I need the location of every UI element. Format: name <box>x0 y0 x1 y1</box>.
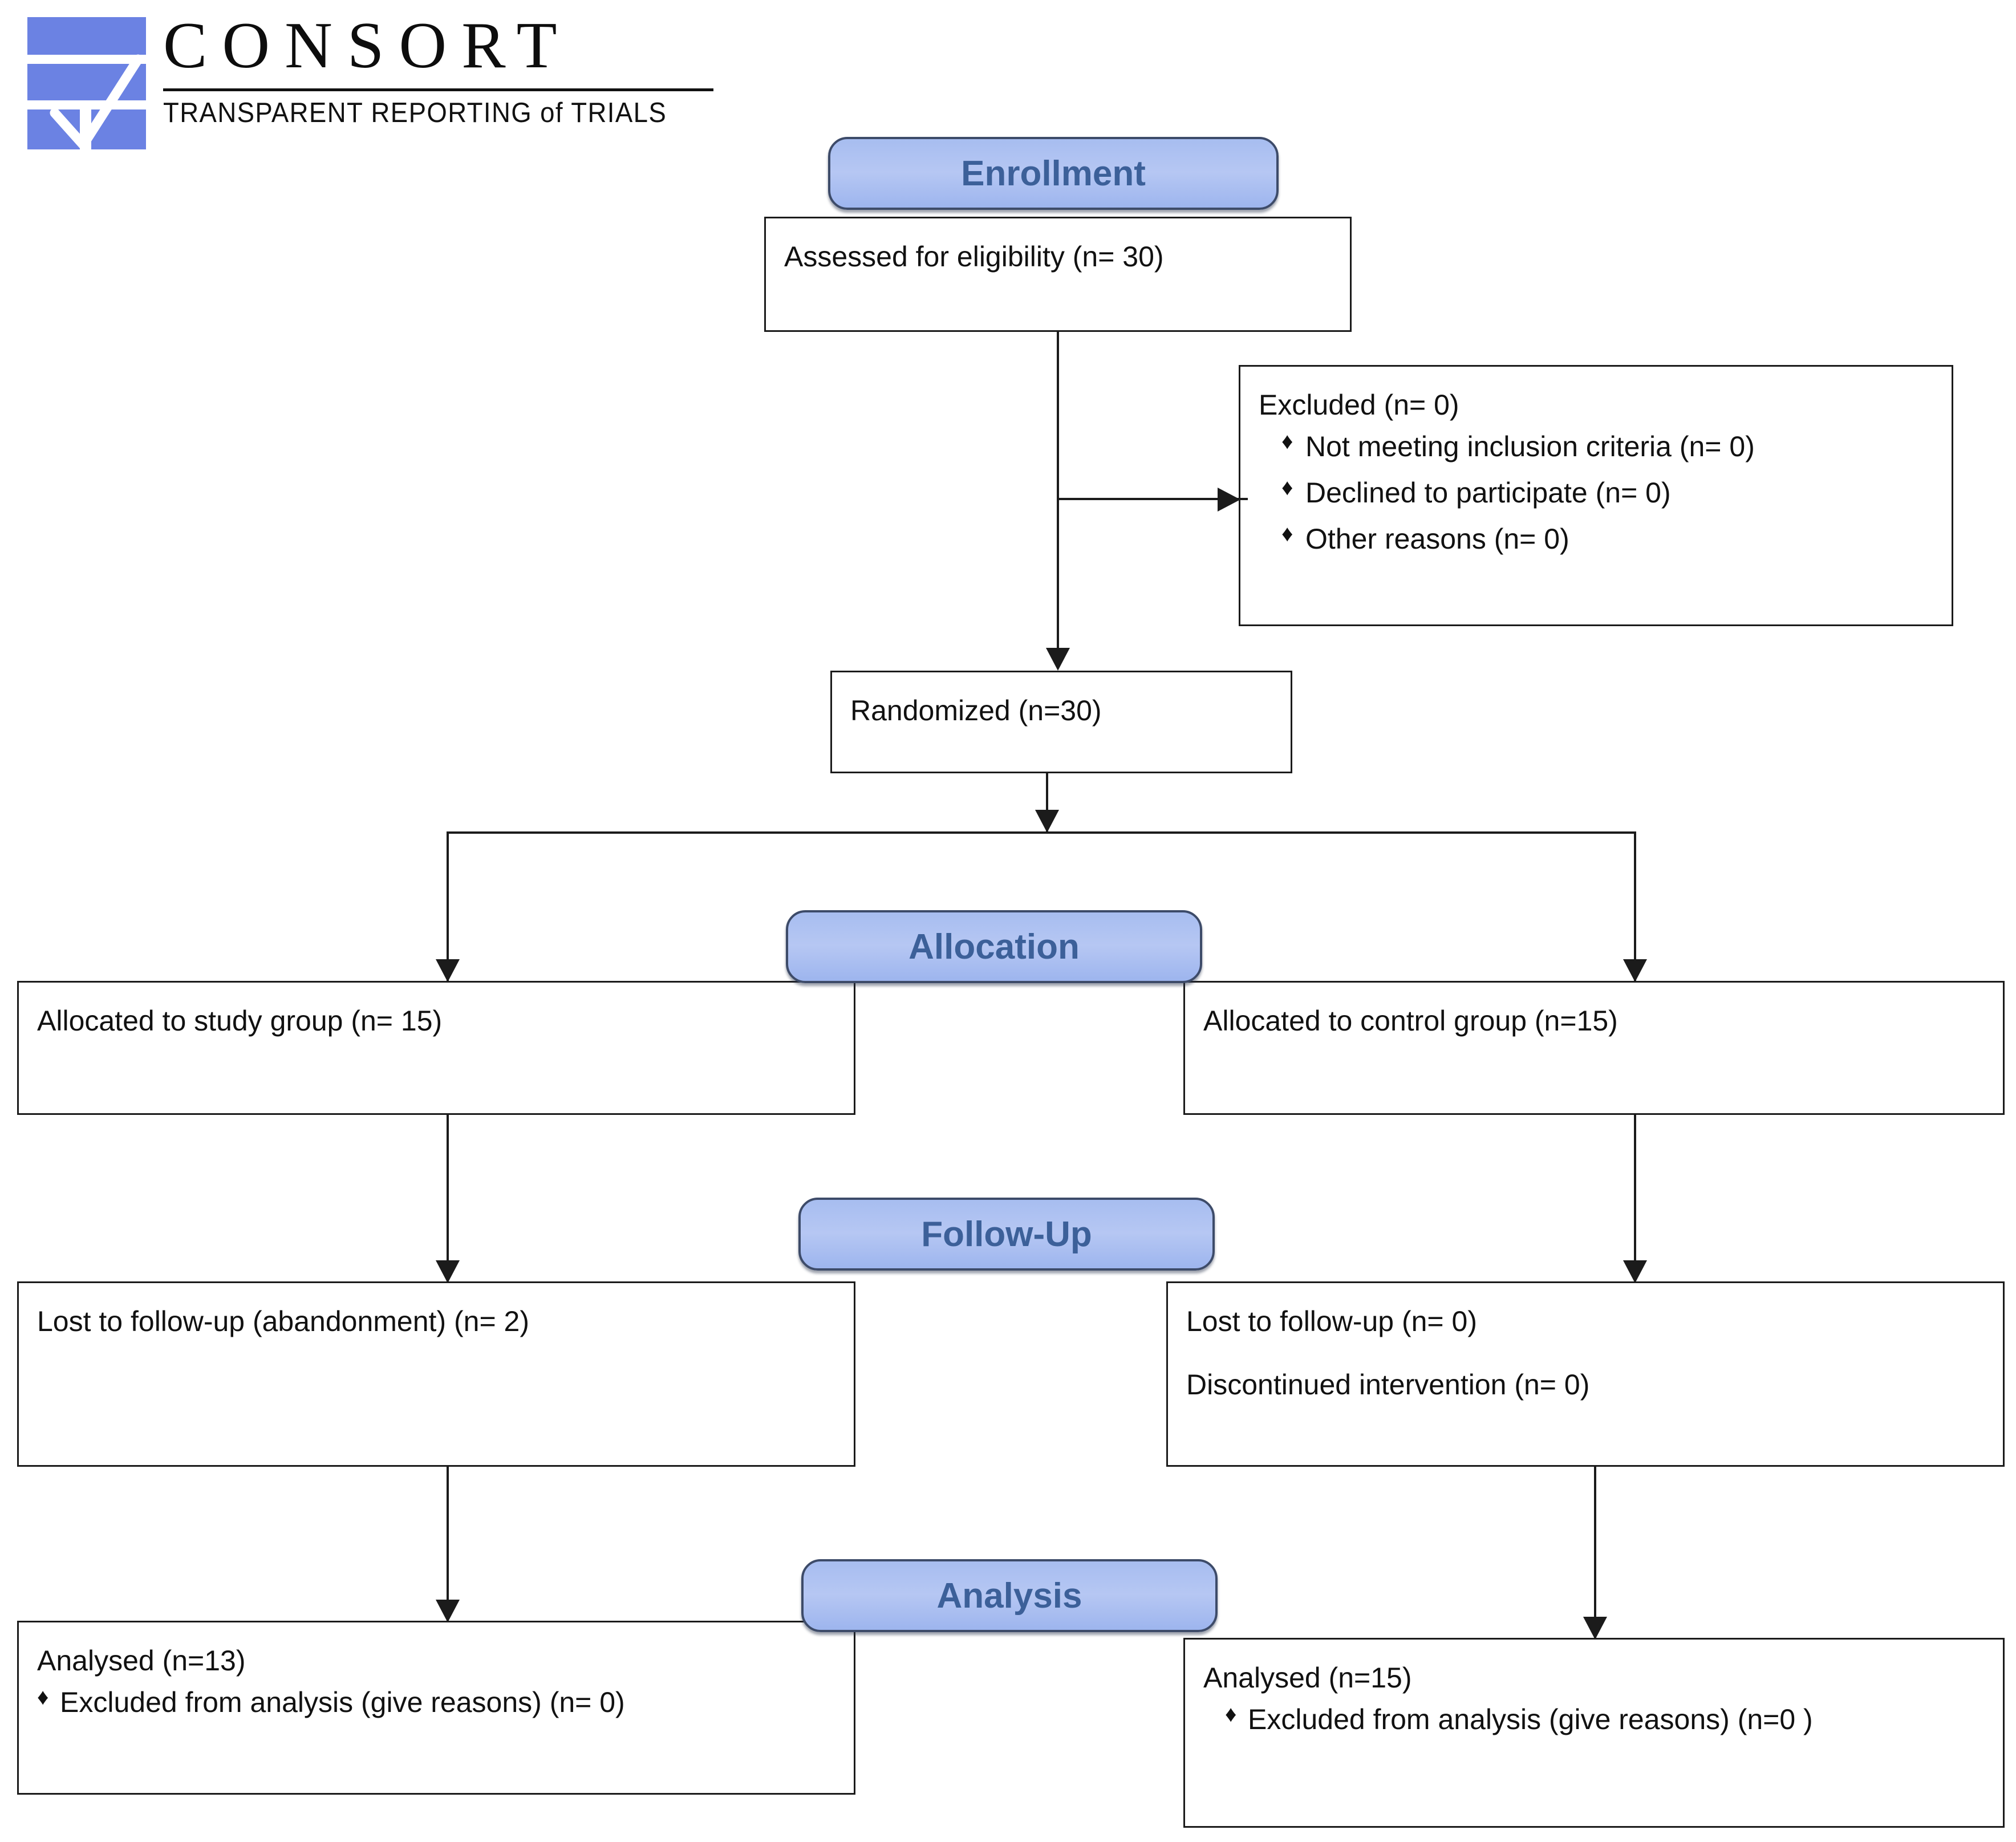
allocated-control-group-box: Allocated to control group (n=15) <box>1183 981 2005 1115</box>
connector-split-left <box>447 831 449 981</box>
logo-divider <box>163 88 713 92</box>
analysis-left-title: Analysed (n=13) <box>37 1645 246 1677</box>
analysis-left-item: Excluded from analysis (give reasons) (n… <box>37 1682 837 1722</box>
arrow-to-analysis-left-icon <box>436 1600 460 1622</box>
connector-split-right <box>1634 831 1636 981</box>
arrow-to-split-icon <box>1035 810 1059 833</box>
randomized-text: Randomized (n=30) <box>850 695 1102 727</box>
lost-to-followup-control-box: Lost to follow-up (n= 0) Discontinued in… <box>1166 1281 2005 1467</box>
assessed-for-eligibility-box: Assessed for eligibility (n= 30) <box>764 217 1352 332</box>
alloc-left-text: Allocated to study group (n= 15) <box>37 1005 443 1037</box>
phase-banner-analysis-label: Analysis <box>936 1576 1082 1616</box>
connector-assessed-stem <box>1057 332 1059 668</box>
lost-to-followup-study-box: Lost to follow-up (abandonment) (n= 2) <box>17 1281 855 1467</box>
arrow-to-follow-left-icon <box>436 1260 460 1283</box>
connector-randomized-stem <box>1046 773 1048 834</box>
analysis-left-list: Excluded from analysis (give reasons) (n… <box>37 1682 837 1722</box>
arrow-to-alloc-left-icon <box>436 959 460 982</box>
connector-follow-left-to-analysis <box>447 1467 449 1621</box>
arrow-to-analysis-right-icon <box>1583 1617 1607 1640</box>
excluded-reason-item: Declined to participate (n= 0) <box>1281 473 1934 512</box>
tagline-end: TRIALS <box>571 98 667 129</box>
consort-tagline: TRANSPARENT REPORTING of TRIALS <box>163 97 688 129</box>
follow-left-text: Lost to follow-up (abandonment) (n= 2) <box>37 1305 529 1337</box>
consort-logo: CONSORT TRANSPARENT REPORTING of TRIALS <box>10 7 735 158</box>
analysis-right-title: Analysed (n=15) <box>1203 1662 1412 1694</box>
phase-banner-allocation: Allocation <box>786 910 1202 983</box>
tagline-main: TRANSPARENT REPORTING <box>163 98 533 129</box>
phase-banner-analysis: Analysis <box>801 1559 1218 1632</box>
analysis-right-item: Excluded from analysis (give reasons) (n… <box>1225 1699 1986 1739</box>
split-bar-allocation <box>447 831 1636 834</box>
connector-alloc-left-to-follow <box>447 1115 449 1281</box>
checkmark-icon <box>50 54 143 149</box>
excluded-reason-item: Not meeting inclusion criteria (n= 0) <box>1281 427 1934 466</box>
arrow-to-follow-right-icon <box>1623 1260 1647 1283</box>
phase-banner-enrollment: Enrollment <box>828 137 1279 210</box>
connector-alloc-right-to-follow <box>1634 1115 1636 1281</box>
arrow-to-randomized-icon <box>1046 648 1070 671</box>
phase-banner-allocation-label: Allocation <box>908 927 1080 967</box>
alloc-right-text: Allocated to control group (n=15) <box>1203 1005 1618 1037</box>
consort-wordmark: CONSORT <box>163 9 572 82</box>
excluded-reason-item: Other reasons (n= 0) <box>1281 519 1934 558</box>
arrow-to-alloc-right-icon <box>1623 959 1647 982</box>
consort-logo-mark-icon <box>22 17 146 149</box>
allocated-study-group-box: Allocated to study group (n= 15) <box>17 981 855 1115</box>
analysis-right-list: Excluded from analysis (give reasons) (n… <box>1203 1699 1986 1739</box>
analysed-control-group-box: Analysed (n=15) Excluded from analysis (… <box>1183 1638 2005 1828</box>
analysed-study-group-box: Analysed (n=13) Excluded from analysis (… <box>17 1621 855 1795</box>
excluded-title: Excluded (n= 0) <box>1259 389 1459 421</box>
randomized-box: Randomized (n=30) <box>830 671 1292 773</box>
follow-right-line2: Discontinued intervention (n= 0) <box>1186 1369 1590 1401</box>
assessed-text: Assessed for eligibility (n= 30) <box>784 241 1164 273</box>
connector-follow-right-to-analysis <box>1594 1467 1596 1638</box>
excluded-reason-list: Not meeting inclusion criteria (n= 0) De… <box>1259 427 1934 558</box>
phase-banner-followup: Follow-Up <box>798 1198 1215 1271</box>
phase-banner-enrollment-label: Enrollment <box>961 153 1146 193</box>
tagline-of: of <box>540 98 563 129</box>
follow-right-line1: Lost to follow-up (n= 0) <box>1186 1305 1477 1337</box>
excluded-box: Excluded (n= 0) Not meeting inclusion cr… <box>1239 365 1953 626</box>
connector-assessed-to-excluded <box>1057 498 1248 500</box>
arrow-to-excluded-icon <box>1218 488 1240 512</box>
phase-banner-followup-label: Follow-Up <box>921 1214 1092 1254</box>
